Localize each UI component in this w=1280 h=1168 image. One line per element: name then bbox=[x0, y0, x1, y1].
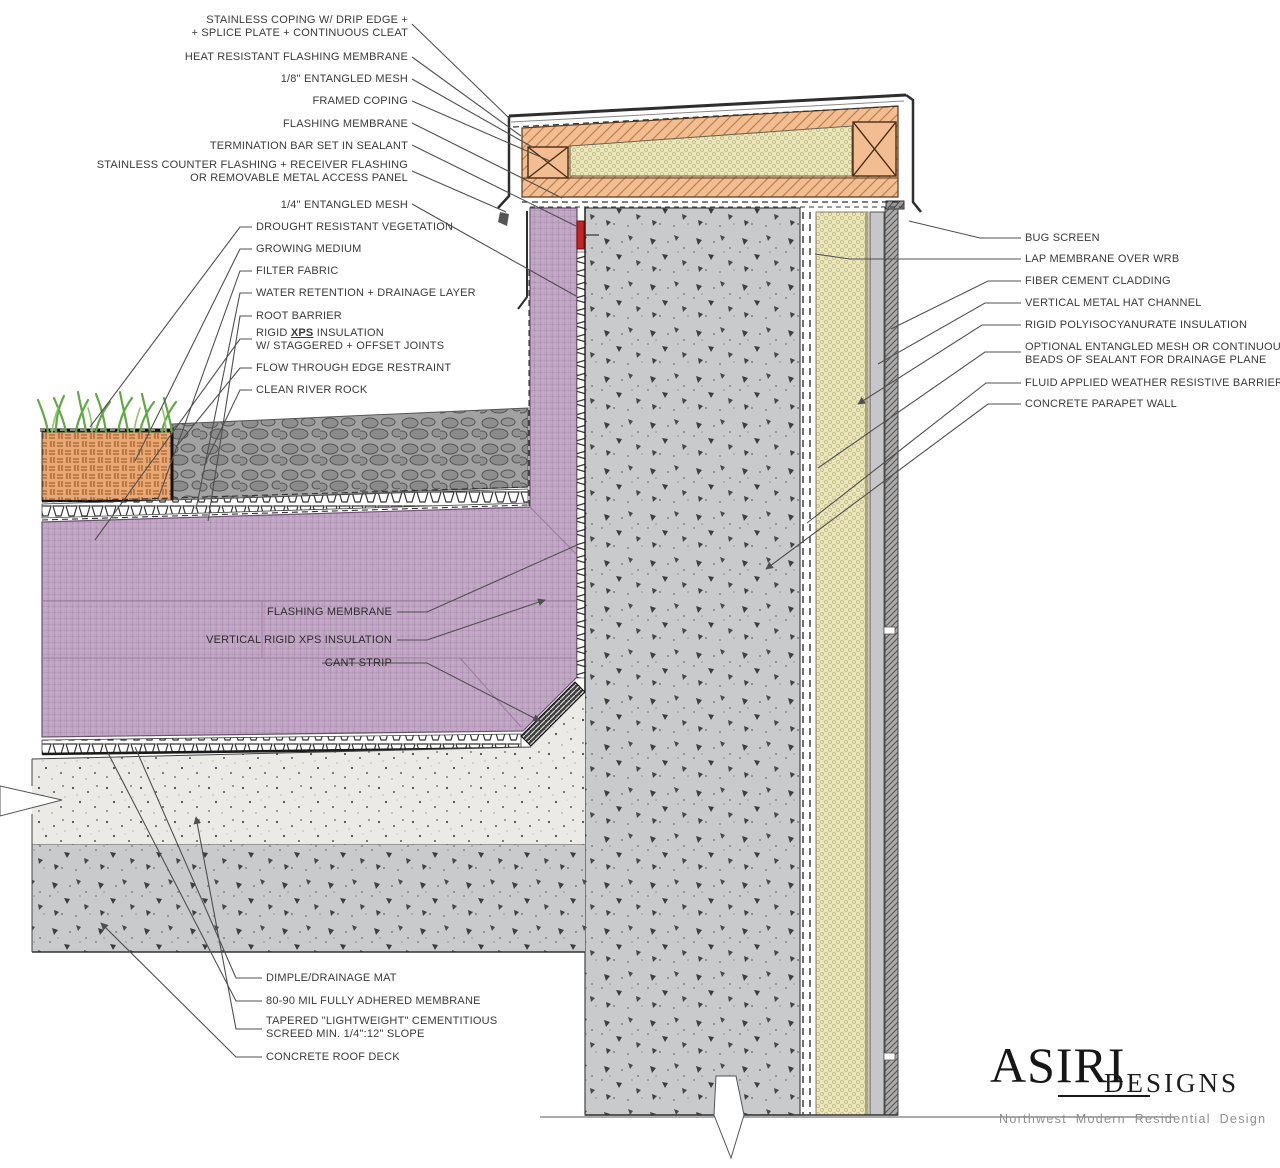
callout-entangled-mesh-quarter: 1/4" ENTANGLED MESH bbox=[280, 199, 408, 211]
termination-bar bbox=[576, 220, 585, 250]
callout-framed-coping: FRAMED COPING bbox=[312, 95, 408, 107]
callout-termination-bar: TERMINATION BAR SET IN SEALANT bbox=[209, 140, 408, 152]
wood-blocking bbox=[527, 121, 897, 179]
vegetation bbox=[36, 390, 178, 434]
callout-counter-flashing: STAINLESS COUNTER FLASHING + RECEIVER FL… bbox=[96, 159, 408, 184]
callout-roof-deck: CONCRETE ROOF DECK bbox=[266, 1051, 400, 1063]
callout-entangled-mesh-eighth: 1/8" ENTANGLED MESH bbox=[280, 73, 408, 85]
root-barrier bbox=[41, 504, 529, 521]
river-rock bbox=[171, 407, 529, 502]
callout-filter-fabric: FILTER FABRIC bbox=[256, 265, 339, 277]
cladding-joint bbox=[883, 1052, 896, 1061]
filter-fabric bbox=[41, 486, 529, 503]
callout-root-barrier: ROOT BARRIER bbox=[256, 310, 342, 322]
growing-medium bbox=[41, 431, 173, 502]
callout-growing-medium: GROWING MEDIUM bbox=[256, 243, 362, 255]
callout-edge-restraint: FLOW THROUGH EDGE RESTRAINT bbox=[256, 362, 452, 374]
stainless-coping bbox=[497, 93, 922, 213]
concrete-roof-deck bbox=[32, 845, 585, 952]
parapet-wall bbox=[540, 200, 1175, 1160]
logo-suffix: DESIGNS bbox=[1104, 1068, 1240, 1098]
callout-lap-membrane: LAP MEMBRANE OVER WRB bbox=[1025, 253, 1180, 265]
vertical-dimple-mat bbox=[576, 251, 586, 679]
counter-flashing bbox=[517, 211, 528, 310]
callout-water-retention: WATER RETENTION + DRAINAGE LAYER bbox=[256, 287, 476, 299]
roof-deck-assembly bbox=[0, 208, 586, 953]
callout-rigid-xps: RIGID XPS INSULATION W/ STAGGERED + OFFS… bbox=[256, 327, 445, 352]
leader-lines bbox=[89, 23, 1021, 1058]
callout-flashing-membrane-top: FLASHING MEMBRANE bbox=[282, 118, 408, 130]
callout-heat-resistant-membrane: HEAT RESISTANT FLASHING MEMBRANE bbox=[184, 51, 408, 63]
logo-tagline: Northwest Modern Residential Design bbox=[999, 1112, 1267, 1126]
callout-vegetation: DROUGHT RESISTANT VEGETATION bbox=[256, 221, 454, 233]
callout-tapered-screed: TAPERED "LIGHTWEIGHT" CEMENTITIOUS SCREE… bbox=[266, 1015, 498, 1040]
cementitious-screed bbox=[32, 693, 585, 845]
break-mark bbox=[0, 785, 63, 817]
callout-adhered-membrane: 80-90 MIL FULLY ADHERED MEMBRANE bbox=[266, 995, 481, 1007]
callout-fluid-wrb: FLUID APPLIED WEATHER RESISTIVE BARRIER bbox=[1025, 377, 1280, 389]
callout-bug-screen: BUG SCREEN bbox=[1025, 232, 1100, 244]
callout-river-rock: CLEAN RIVER ROCK bbox=[256, 384, 368, 396]
callout-polyiso: RIGID POLYISOCYANURATE INSULATION bbox=[1025, 319, 1248, 331]
callout-cant-strip: CANT STRIP bbox=[324, 657, 392, 669]
coping-assembly bbox=[497, 93, 922, 310]
callout-flashing-membrane-mid: FLASHING MEMBRANE bbox=[266, 606, 392, 618]
callout-stainless-coping: STAINLESS COPING W/ DRIP EDGE + + SPLICE… bbox=[191, 14, 408, 39]
green-roof-assembly bbox=[36, 270, 530, 521]
break-mark bbox=[713, 1075, 745, 1160]
logo-wordmark: ASIRI bbox=[990, 1037, 1126, 1093]
callout-parapet-wall: CONCRETE PARAPET WALL bbox=[1025, 398, 1177, 410]
drainage-layer bbox=[41, 488, 529, 519]
heat-resistant-membrane bbox=[512, 105, 903, 128]
bug-screen bbox=[885, 200, 905, 210]
callout-optional-mesh: OPTIONAL ENTANGLED MESH OR CONTINUOUS BE… bbox=[1025, 341, 1280, 366]
callout-vertical-xps: VERTICAL RIGID XPS INSULATION bbox=[206, 634, 392, 646]
continuous-cleat bbox=[498, 212, 509, 226]
cladding-joint bbox=[883, 626, 896, 635]
callout-hat-channel: VERTICAL METAL HAT CHANNEL bbox=[1025, 297, 1202, 309]
callout-fiber-cement: FIBER CEMENT CLADDING bbox=[1025, 275, 1171, 287]
callout-dimple-mat: DIMPLE/DRAINAGE MAT bbox=[266, 972, 397, 984]
